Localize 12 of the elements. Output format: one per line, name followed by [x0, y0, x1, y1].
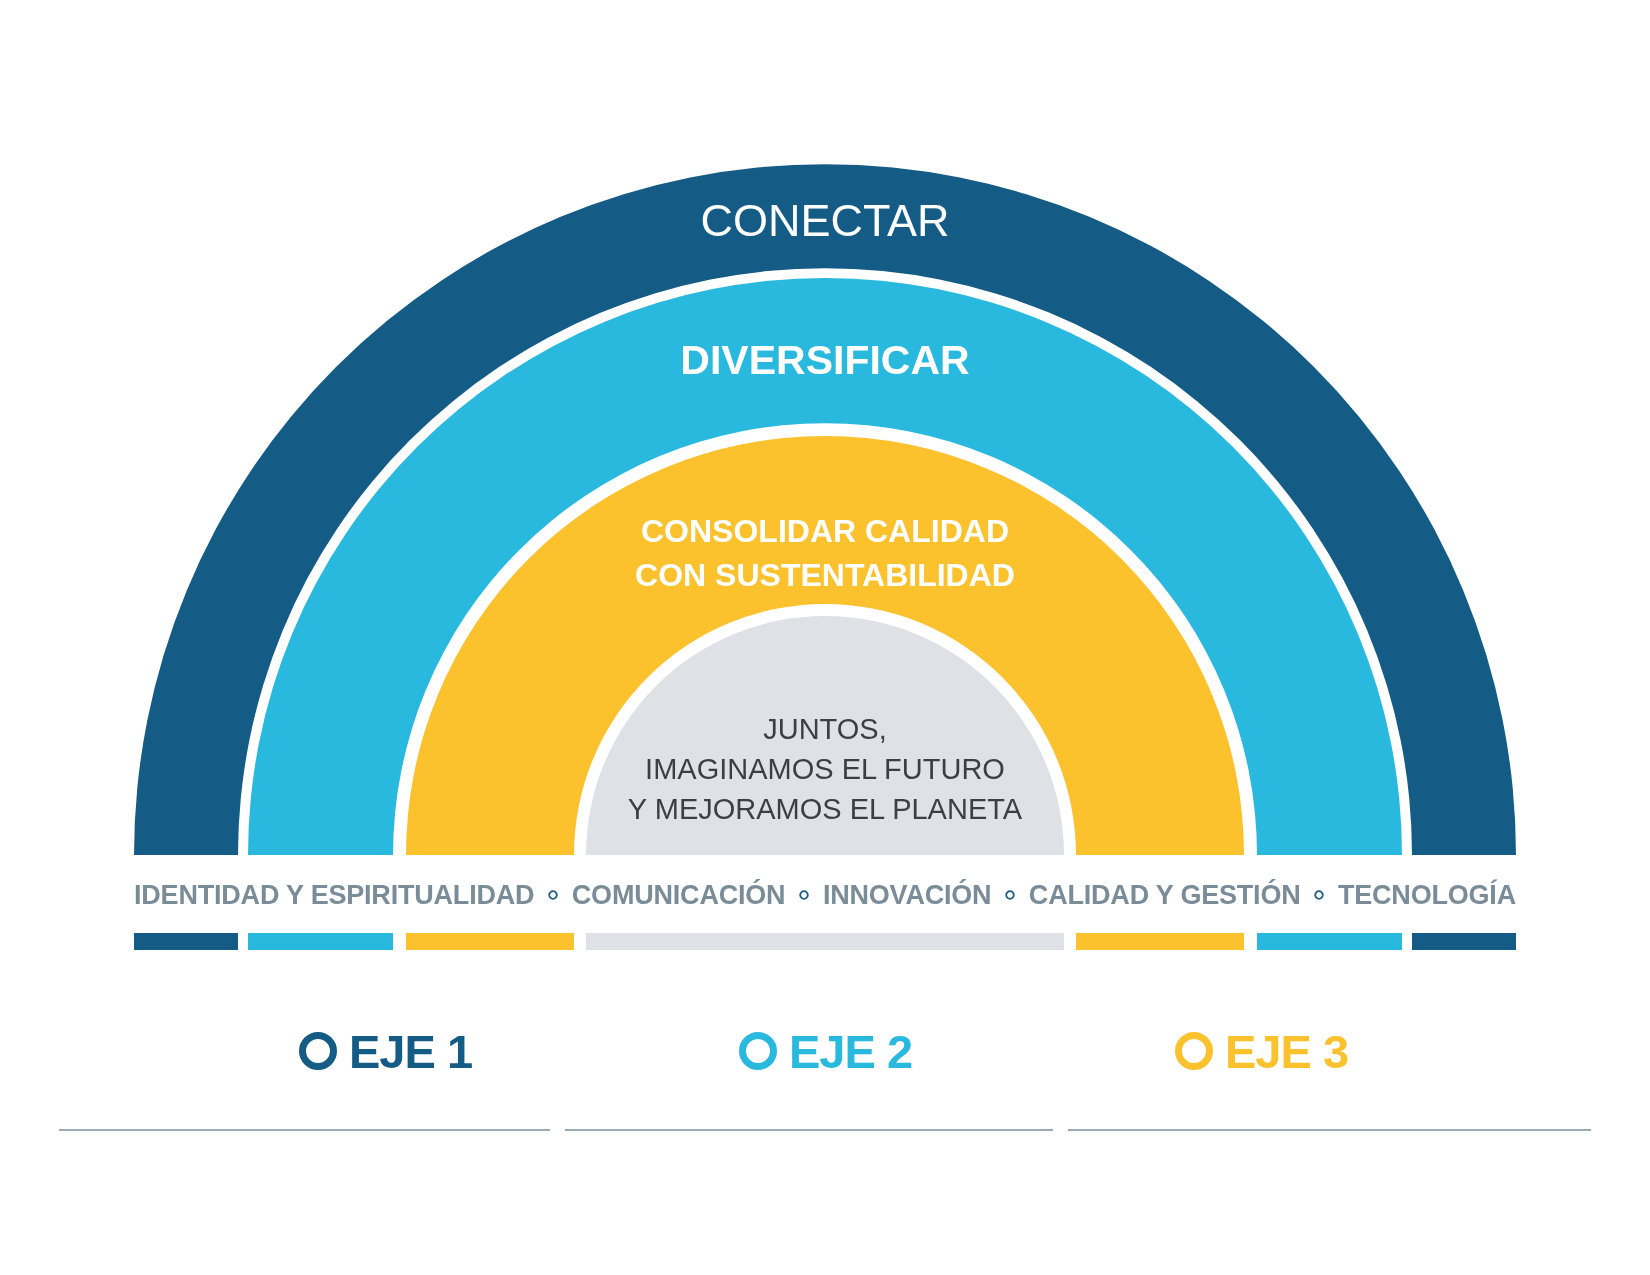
topic-label: TECNOLOGÍA — [1337, 879, 1516, 911]
legend-label: EJE 2 — [789, 1023, 913, 1079]
band-label: JUNTOS, IMAGINAMOS EL FUTURO Y MEJORAMOS EL PLANETA — [627, 712, 1023, 827]
band-label: DIVERSIFICAR — [680, 336, 970, 385]
topic-label: CALIDAD Y GESTIÓN — [1028, 879, 1301, 911]
topic-label: IDENTIDAD Y ESPIRITUALIDAD — [134, 879, 535, 911]
topic-label: COMUNICACIÓN — [571, 879, 786, 911]
band-label: CONECTAR — [700, 194, 950, 248]
topic-label: INNOVACIÓN — [822, 879, 992, 911]
legend-label: EJE 3 — [1225, 1023, 1349, 1079]
legend-label: EJE 1 — [349, 1023, 473, 1079]
band-label: CONSOLIDAR CALIDAD CON SUSTENTABILIDAD — [635, 512, 1015, 595]
